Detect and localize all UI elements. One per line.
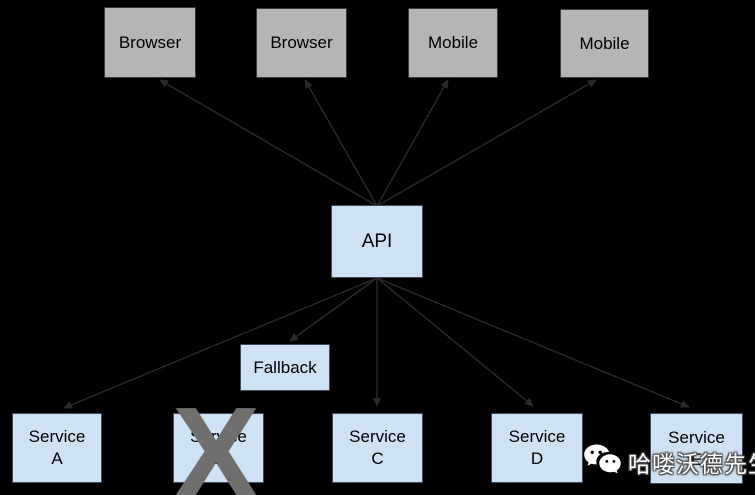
node-service-d: Service D — [491, 413, 583, 483]
node-mobile-2: Mobile — [560, 9, 649, 78]
node-mobile-2-label: Mobile — [579, 33, 630, 53]
edge-api-to-service-d — [376, 277, 534, 407]
node-service-b: Service B — [173, 413, 264, 483]
edge-api-to-service-a — [63, 277, 378, 409]
node-mobile-1-label: Mobile — [427, 33, 479, 52]
wechat-icon — [584, 444, 621, 474]
node-service-a-label: Service A — [28, 427, 86, 468]
edge-api-to-browser-1 — [159, 79, 378, 207]
edge-api-to-mobile-2 — [376, 79, 597, 207]
node-browser-2-label: Browser — [270, 33, 333, 52]
failure-x-mark: X — [171, 380, 261, 495]
node-service-a: Service A — [12, 413, 102, 483]
node-service-e: Service E — [650, 413, 743, 484]
node-api-label: API — [361, 230, 393, 252]
node-service-c-label: Service C — [349, 427, 406, 468]
node-service-c: Service C — [332, 413, 423, 483]
watermark-text: 哈喽沃德先生 — [628, 451, 755, 477]
node-service-b-label: Service B — [190, 427, 247, 468]
node-fallback: Fallback — [240, 344, 330, 391]
node-fallback-label: Fallback — [253, 357, 317, 377]
edge-api-to-browser-2 — [304, 79, 378, 207]
node-service-d-label: Service D — [508, 427, 566, 468]
edge-api-to-mobile-1 — [376, 79, 449, 207]
node-mobile-1: Mobile — [408, 8, 498, 78]
node-browser-1-label: Browser — [118, 32, 182, 52]
node-service-e-label: Service E — [668, 427, 725, 469]
edge-api-to-fallback — [289, 277, 378, 342]
node-browser-1: Browser — [104, 7, 196, 78]
watermark: 哈喽沃德先生 — [583, 443, 755, 481]
node-browser-2: Browser — [256, 8, 347, 78]
edge-api-to-service-e — [376, 277, 690, 408]
node-api: API — [331, 205, 423, 278]
